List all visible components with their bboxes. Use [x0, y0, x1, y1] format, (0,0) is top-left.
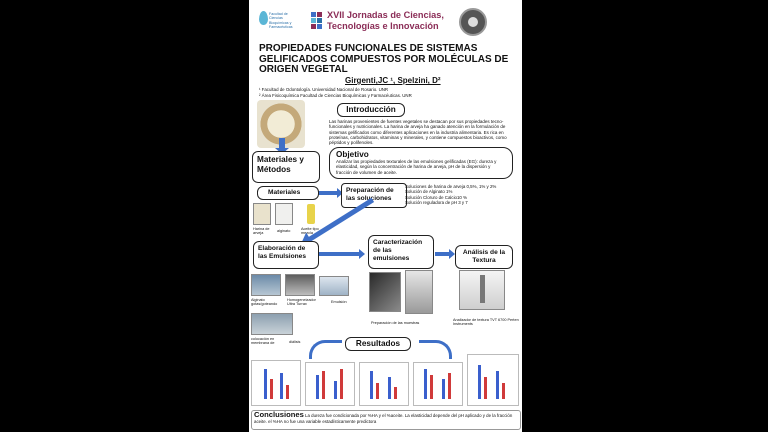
- caption-dialysis-1: colocación en membrana de: [251, 337, 275, 346]
- results-chart-3: [359, 362, 409, 406]
- chart-bar: [442, 379, 445, 399]
- chart-bar: [286, 385, 289, 399]
- faculty-drop-icon: [259, 11, 268, 25]
- chart-bar: [388, 377, 391, 399]
- characterization-heading: Caracterización de las emulsiones: [368, 235, 434, 269]
- oil-bottle-image: [307, 204, 315, 224]
- dialysis-photo: [251, 313, 293, 335]
- chart-bar: [502, 383, 505, 399]
- poster: Facultad de Ciencias Bioquímicas y Farma…: [249, 0, 522, 432]
- chart-bar: [394, 387, 397, 399]
- affiliation-1: ¹ Facultad de Odontología. Universidad N…: [259, 87, 389, 92]
- caption-dialysis-2: diálisis: [289, 340, 301, 344]
- chart-bar: [322, 371, 325, 399]
- homogenizer-photo: [285, 274, 315, 296]
- results-chart-4: [413, 362, 463, 406]
- texture-analyzer-photo: [459, 270, 505, 310]
- intro-heading: Introducción: [337, 103, 405, 117]
- solution-item: Solución de Alginato 1%: [405, 189, 453, 195]
- alginate-drops-photo: [251, 274, 281, 296]
- curved-arrow-right-icon: [419, 340, 452, 359]
- solutions-heading: Preparación de las soluciones: [341, 183, 407, 208]
- solutions-list: Soluciones de harina de arveja 0,5%, 1% …: [405, 184, 515, 206]
- faculty-logo-text: Facultad de Ciencias Bioquímicas y Farma…: [269, 12, 293, 30]
- emulsion-photo: [319, 276, 349, 296]
- chart-bar: [280, 373, 283, 399]
- chart-bar: [496, 371, 499, 399]
- affiliation-2: ² Área Fisicoquímica Facultad de Ciencia…: [259, 93, 412, 98]
- event-title: XVII Jornadas de Ciencias, Tecnologías e…: [327, 10, 444, 31]
- arrowhead-right-icon: [359, 249, 365, 259]
- solution-item: Solución Cloruro de Calcio10 %: [405, 194, 467, 200]
- results-chart-2: [305, 362, 355, 406]
- arrowhead-right-icon: [449, 249, 455, 259]
- chart-bar: [340, 369, 343, 399]
- conclusions-text: La dureza fue condicionada por %HA y el …: [254, 413, 513, 424]
- chart-bar: [484, 377, 487, 399]
- sample-prep-photo-1: [369, 272, 401, 312]
- caption-texture-analyzer: Analizador de textura TVT 6700 Perten In…: [453, 318, 519, 327]
- chart-bar: [430, 375, 433, 399]
- chart-bar: [424, 369, 427, 399]
- arrow-down-icon: [279, 138, 285, 152]
- results-chart-1: [251, 360, 301, 406]
- objective-box: Objetivo Analizar las propiedades textur…: [329, 147, 513, 179]
- chart-bar: [448, 373, 451, 399]
- solution-item: Soluciones de harina de arveja 0,5%, 1% …: [405, 184, 497, 189]
- sample-prep-photo-2: [405, 270, 433, 314]
- pea-flour-image: [253, 203, 271, 225]
- results-heading: Resultados: [345, 337, 411, 351]
- arrow-right-icon: [319, 252, 361, 256]
- conclusions-heading: Conclusiones: [254, 410, 304, 419]
- caption-pea-flour: Harina de arveja: [253, 227, 270, 236]
- methods-heading: Materiales y Métodos: [252, 151, 320, 183]
- conclusions-box: Conclusiones La dureza fue condicionada …: [251, 410, 521, 430]
- solution-item: Solución reguladora de pH 3 y 7: [405, 200, 468, 206]
- caption-emulsion: Emulsión: [331, 300, 347, 304]
- faculty-logo: Facultad de Ciencias Bioquímicas y Farma…: [257, 9, 299, 39]
- alginate-image: [275, 203, 293, 225]
- authors: Girgenti,JC ¹, Spelzini, D²: [345, 76, 441, 85]
- objective-heading: Objetivo: [336, 150, 369, 159]
- jornadas-logo-icon: [311, 12, 323, 32]
- caption-oil: Aceite tipo mezcla: [301, 227, 319, 236]
- poster-title: PROPIEDADES FUNCIONALES DE SISTEMAS GELI…: [259, 43, 509, 76]
- arrow-right-icon: [319, 191, 339, 195]
- elaboration-heading: Elaboración de las Emulsiones: [253, 241, 319, 269]
- caption-homogenizer: Homogeneizador Ultra Turrax: [287, 298, 316, 307]
- caption-alginate: alginato: [277, 229, 291, 233]
- chart-bar: [270, 379, 273, 399]
- arrowhead-right-icon: [337, 188, 343, 198]
- intro-text: Las harinas provenientes de fuentes vege…: [329, 119, 507, 146]
- chart-bar: [334, 381, 337, 399]
- texture-heading: Análisis de la Textura: [455, 245, 513, 269]
- objective-text: Analizar las propiedades texturales de l…: [336, 159, 497, 175]
- chart-bar: [264, 369, 267, 399]
- caption-sample-prep: Preparación de las muestras: [371, 321, 420, 325]
- arrow-right-icon: [435, 252, 451, 256]
- caption-alginate-drops: Alginato gotas/goteando: [251, 298, 278, 307]
- results-chart-5: [467, 354, 519, 406]
- chart-bar: [478, 365, 481, 399]
- materials-heading: Materiales: [257, 186, 319, 200]
- chart-bar: [376, 383, 379, 399]
- chart-bar: [316, 375, 319, 399]
- university-seal-icon: [459, 8, 487, 36]
- chart-bar: [370, 371, 373, 399]
- curved-arrow-left-icon: [309, 340, 342, 359]
